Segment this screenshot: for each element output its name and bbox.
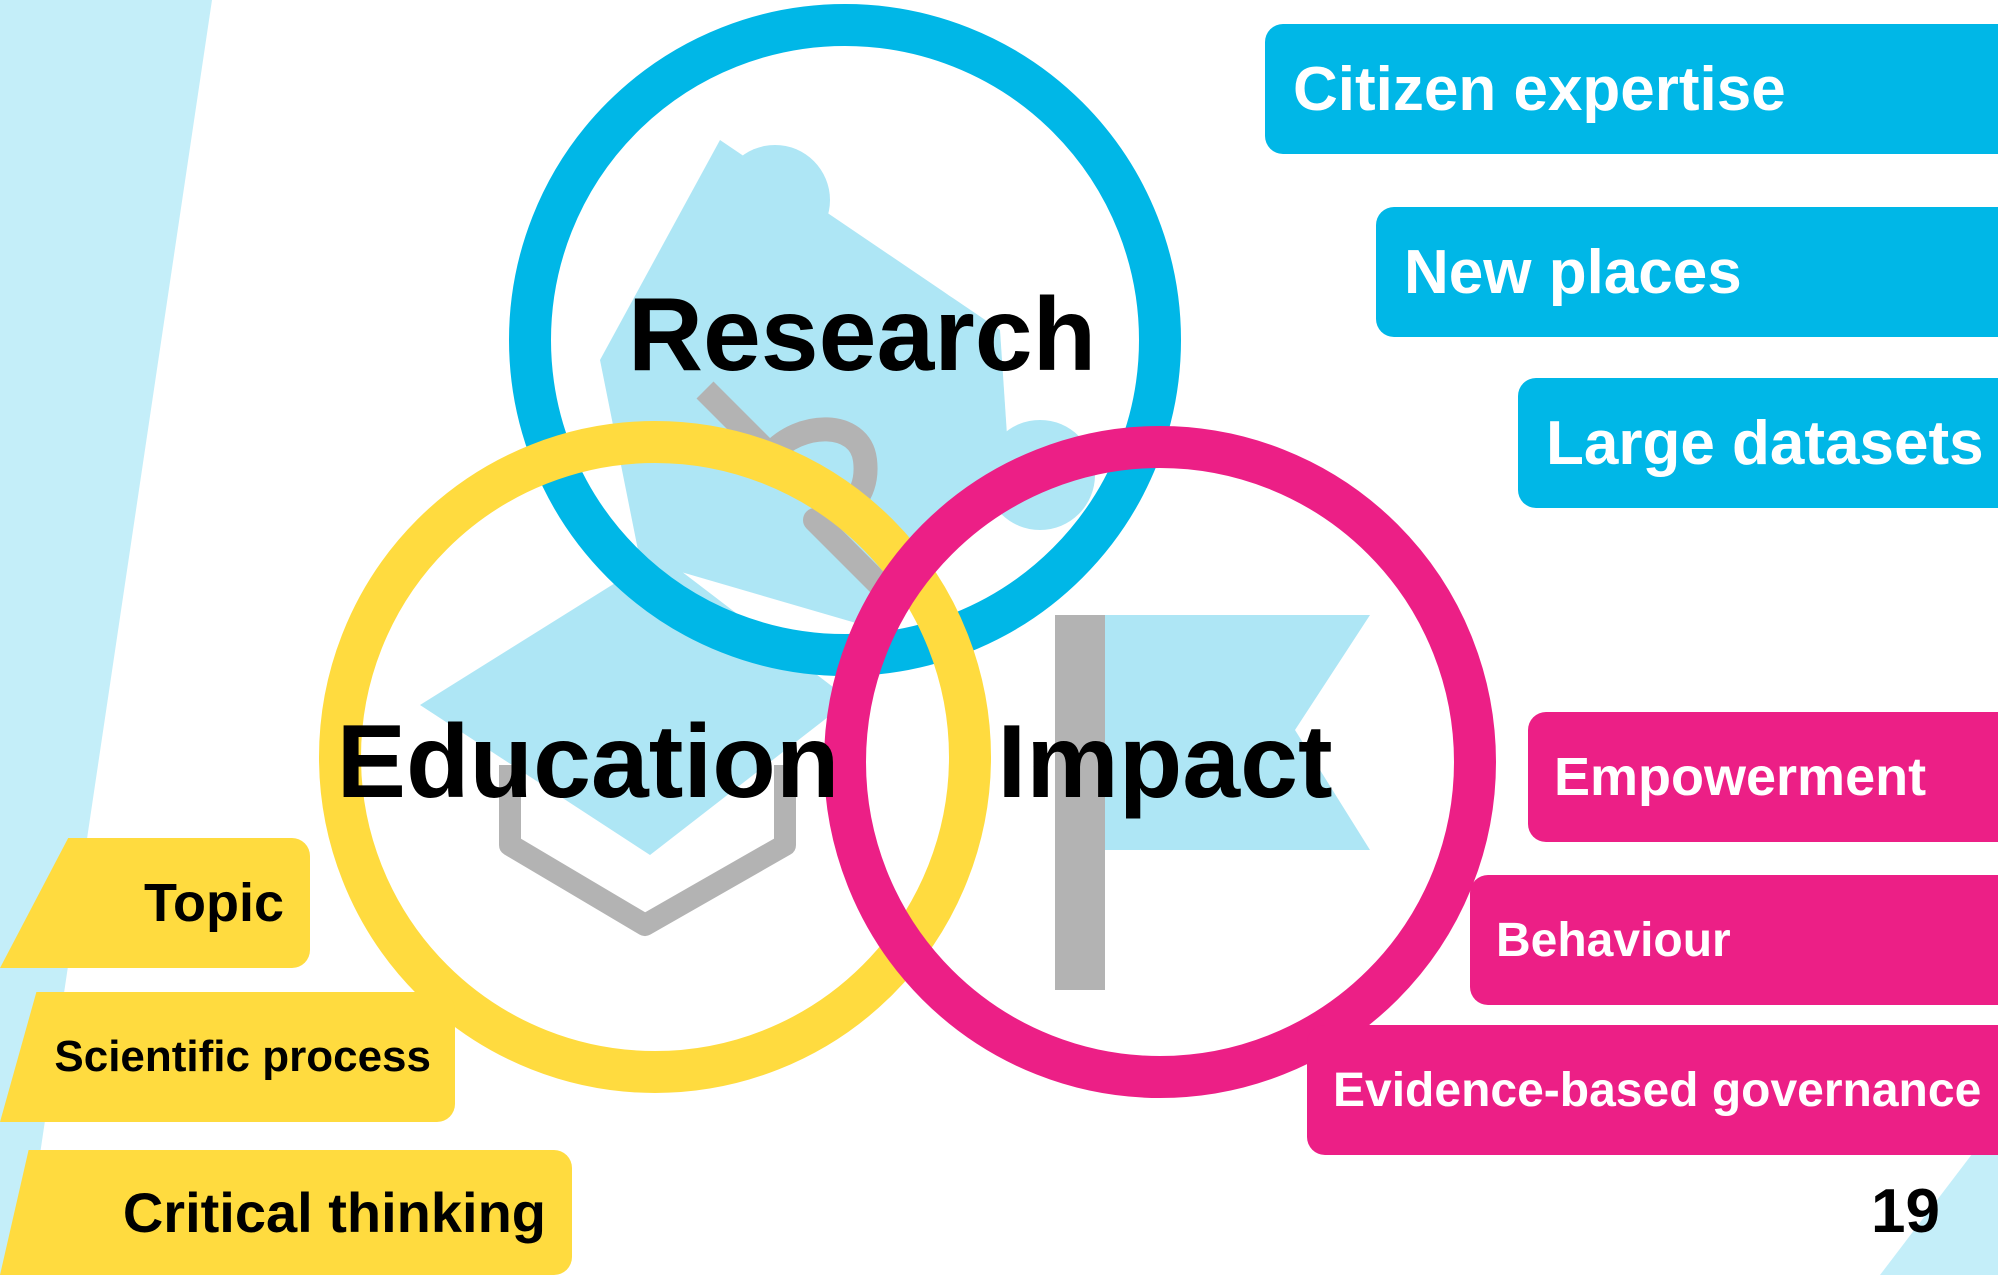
education-circle: [319, 421, 991, 1093]
education-label: Education: [337, 704, 840, 820]
impact-tag-label: Empowerment: [1554, 747, 1927, 807]
page-number: 19: [1871, 1177, 1940, 1246]
research-tag-label: Large datasets: [1546, 408, 1984, 478]
impact-tag-empowerment: Empowerment: [1528, 712, 1998, 842]
impact-circle: [824, 426, 1496, 1098]
corner-accent: [1880, 1120, 1998, 1275]
education-tag-label: Critical thinking: [122, 1181, 546, 1244]
research-label: Research: [628, 277, 1096, 393]
education-tag-critical-thinking: Critical thinking: [0, 1150, 572, 1275]
impact-tag-label: Evidence-based governance: [1333, 1063, 1982, 1117]
impact-label: Impact: [997, 704, 1332, 820]
impact-tag-behaviour: Behaviour: [1470, 875, 1998, 1005]
research-tag-new-places: New places: [1376, 207, 1998, 337]
education-tag-label: Topic: [144, 873, 284, 933]
impact-tag-label: Behaviour: [1496, 913, 1731, 967]
research-tag-large-datasets: Large datasets: [1518, 378, 1998, 508]
research-tag-label: New places: [1404, 237, 1742, 307]
research-tag-label: Citizen expertise: [1293, 54, 1786, 124]
education-tag-scientific-process: Scientific process: [0, 992, 455, 1122]
research-tag-citizen-expertise: Citizen expertise: [1265, 24, 1998, 154]
education-tag-label: Scientific process: [54, 1032, 431, 1081]
flag-icon: [1055, 615, 1370, 990]
impact-tag-evidence-based-governance: Evidence-based governance: [1307, 1025, 1998, 1155]
